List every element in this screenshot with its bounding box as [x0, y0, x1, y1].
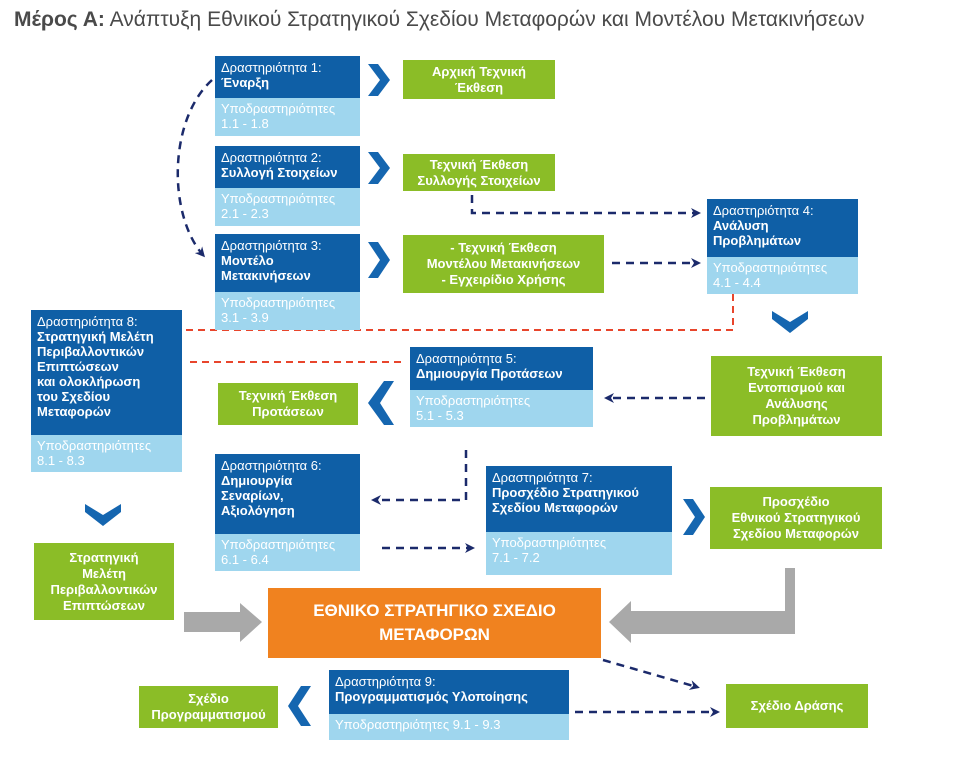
- block-arrow-left-to-main: [184, 603, 262, 642]
- activity-3-header: Δραστηριότητα 3: Μοντέλο Μετακινήσεων: [215, 234, 360, 292]
- activity-2-header: Δραστηριότητα 2: Συλλογή Στοιχείων: [215, 146, 360, 188]
- sub-range: 5.1 - 5.3: [416, 408, 464, 423]
- activity-name: Δημιουργία Προτάσεων: [416, 366, 563, 381]
- activity-1-subactivities: Υποδραστηριότητες 1.1 - 1.8: [215, 98, 360, 136]
- activity-name: Δημιουργία Σεναρίων, Αξιολόγηση: [221, 473, 295, 518]
- activity-label: Δραστηριότητα 4:: [713, 203, 814, 218]
- activity-9-header: Δραστηριότητα 9: Προγραμματισμός Υλοποίη…: [329, 670, 569, 714]
- activity-label: Δραστηριότητα 1:: [221, 60, 322, 75]
- activity-6: Δραστηριότητα 6: Δημιουργία Σεναρίων, Αξ…: [215, 454, 360, 571]
- sub-label: Υποδραστηριότητες: [713, 260, 828, 275]
- sub-range: 1.1 - 1.8: [221, 116, 269, 131]
- sub-label: Υποδραστηριότητες: [37, 438, 152, 453]
- sub-range: 8.1 - 8.3: [37, 453, 85, 468]
- page-title: Μέρος Α: Ανάπτυξη Εθνικού Στρατηγικού Σχ…: [14, 8, 865, 32]
- title-part: Μέρος Α:: [14, 8, 105, 31]
- deliverable-draft-plan: Προσχέδιο Εθνικού Στρατηγικού Σχεδίου Με…: [710, 487, 882, 549]
- activity-7-subactivities: Υποδραστηριότητες 7.1 - 7.2: [486, 532, 672, 575]
- activity-9-subactivities: Υποδραστηριότητες 9.1 - 9.3: [329, 714, 569, 740]
- chevron-down-icon: [772, 311, 808, 333]
- sub-range: 7.1 - 7.2: [492, 550, 540, 565]
- activity-2: Δραστηριότητα 2: Συλλογή Στοιχείων Υποδρ…: [215, 146, 360, 226]
- activity-7: Δραστηριότητα 7: Προσχέδιο Στρατηγικού Σ…: [486, 466, 672, 575]
- activity-2-subactivities: Υποδραστηριότητες 2.1 - 2.3: [215, 188, 360, 226]
- activity-name: Έναρξη: [221, 75, 270, 90]
- orange-link-act4-act8: [184, 294, 734, 331]
- activity-6-header: Δραστηριότητα 6: Δημιουργία Σεναρίων, Αξ…: [215, 454, 360, 534]
- sub-label: Υποδραστηριότητες: [416, 393, 531, 408]
- block-arrow-right-to-main: [609, 568, 795, 643]
- activity-9: Δραστηριότητα 9: Προγραμματισμός Υλοποίη…: [329, 670, 569, 740]
- sub-label: Υποδραστηριότητες: [221, 191, 336, 206]
- activity-4-header: Δραστηριότητα 4: Ανάλυση Προβλημάτων: [707, 199, 858, 257]
- activity-5: Δραστηριότητα 5: Δημιουργία Προτάσεων Υπ…: [410, 347, 593, 427]
- activity-6-subactivities: Υποδραστηριότητες 6.1 - 6.4: [215, 534, 360, 571]
- main-plan-box: ΕΘΝΙΚΟ ΣΤΡΑΤΗΓΙΚΟ ΣΧΕΔΙΟ ΜΕΤΑΦΟΡΩΝ: [268, 588, 601, 658]
- activity-1-header: Δραστηριότητα 1: Έναρξη: [215, 56, 360, 98]
- sub-label: Υποδραστηριότητες: [221, 537, 336, 552]
- sub-label: Υποδραστηριότητες: [221, 101, 336, 116]
- activity-4-subactivities: Υποδραστηριότητες 4.1 - 4.4: [707, 257, 858, 294]
- activity-name: Προγραμματισμός Υλοποίησης: [335, 689, 528, 704]
- deliverable-programming-plan: Σχέδιο Προγραμματισμού: [139, 686, 278, 728]
- activity-name: Συλλογή Στοιχείων: [221, 165, 338, 180]
- deliverable-problems-report: Τεχνική Έκθεση Εντοπισμού και Ανάλυσης Π…: [711, 356, 882, 436]
- activity-label: Δραστηριότητα 7:: [492, 470, 593, 485]
- deliverable-model-report: - Τεχνική Έκθεση Μοντέλου Μετακινήσεων -…: [403, 235, 604, 293]
- deliverable-initial-report: Αρχική Τεχνική Έκθεση: [403, 60, 555, 99]
- activity-7-header: Δραστηριότητα 7: Προσχέδιο Στρατηγικού Σ…: [486, 466, 672, 532]
- activity-label: Δραστηριότητα 8:: [37, 314, 138, 329]
- activity-name: Ανάλυση Προβλημάτων: [713, 218, 802, 248]
- activity-8: Δραστηριότητα 8: Στρατηγική Μελέτη Περιβ…: [31, 310, 182, 472]
- activity-label: Δραστηριότητα 2:: [221, 150, 322, 165]
- activity-label: Δραστηριότητα 5:: [416, 351, 517, 366]
- deliverable-proposals-report: Τεχνική Έκθεση Προτάσεων: [218, 383, 358, 425]
- deliverable-data-report: Τεχνική Έκθεση Συλλογής Στοιχείων: [403, 154, 555, 191]
- sub-range: 2.1 - 2.3: [221, 206, 269, 221]
- chevron-left-icon: [288, 686, 311, 726]
- activity-label: Δραστηριότητα 6:: [221, 458, 322, 473]
- activity-1: Δραστηριότητα 1: Έναρξη Υποδραστηριότητε…: [215, 56, 360, 136]
- sub-range: 6.1 - 6.4: [221, 552, 269, 567]
- activity-name: Στρατηγική Μελέτη Περιβαλλοντικών Επιπτώ…: [37, 329, 154, 419]
- chevron-down-icon: [85, 504, 121, 526]
- activity-3: Δραστηριότητα 3: Μοντέλο Μετακινήσεων Υπ…: [215, 234, 360, 330]
- arrow-main-to-action: [602, 658, 700, 690]
- activity-8-subactivities: Υποδραστηριότητες 8.1 - 8.3: [31, 435, 182, 472]
- activity-label: Δραστηριότητα 3:: [221, 238, 322, 253]
- activity-4: Δραστηριότητα 4: Ανάλυση Προβλημάτων Υπο…: [707, 199, 858, 294]
- activity-name: Μοντέλο Μετακινήσεων: [221, 253, 311, 283]
- activity-5-header: Δραστηριότητα 5: Δημιουργία Προτάσεων: [410, 347, 593, 390]
- chevron-right-icon: [368, 152, 390, 184]
- sub-range: 4.1 - 4.4: [713, 275, 761, 290]
- chevron-right-icon: [368, 64, 390, 96]
- activity-8-header: Δραστηριότητα 8: Στρατηγική Μελέτη Περιβ…: [31, 310, 182, 435]
- activity-label: Δραστηριότητα 9:: [335, 674, 436, 689]
- title-text: Ανάπτυξη Εθνικού Στρατηγικού Σχεδίου Μετ…: [109, 8, 865, 31]
- activity-3-subactivities: Υποδραστηριότητες 3.1 - 3.9: [215, 292, 360, 330]
- chevron-left-icon: [368, 381, 394, 425]
- arrow-act1-to-act3: [176, 79, 213, 258]
- sub-range: 3.1 - 3.9: [221, 310, 269, 325]
- arrow-act5-to-act6: [371, 450, 468, 505]
- deliverable-env-study: Στρατηγική Μελέτη Περιβαλλοντικών Επιπτώ…: [34, 543, 174, 620]
- deliverable-action-plan: Σχέδιο Δράσης: [726, 684, 868, 728]
- chevron-right-icon: [368, 242, 390, 278]
- activity-name: Προσχέδιο Στρατηγικού Σχεδίου Μεταφορών: [492, 485, 639, 515]
- sub-label: Υποδραστηριότητες: [221, 295, 336, 310]
- sub-label: Υποδραστηριότητες: [492, 535, 607, 550]
- chevron-right-icon: [683, 499, 705, 535]
- arrow-datareport-to-act4: [470, 195, 701, 218]
- activity-5-subactivities: Υποδραστηριότητες 5.1 - 5.3: [410, 390, 593, 427]
- sub-label: Υποδραστηριότητες 9.1 - 9.3: [335, 717, 501, 732]
